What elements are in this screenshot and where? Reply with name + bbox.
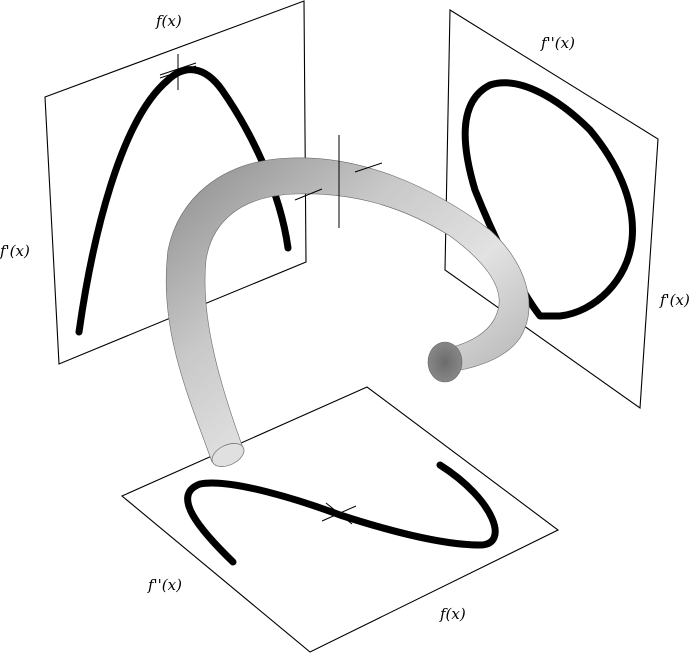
right-projection-plane xyxy=(444,9,659,410)
right-plane-side-label: f'(x) xyxy=(659,291,690,309)
tube-body xyxy=(165,157,530,463)
tube-closed-end xyxy=(427,341,463,383)
bottom-plane-crosshair xyxy=(321,502,357,525)
left-plane-frame xyxy=(44,0,307,365)
tube-open-end xyxy=(211,443,245,467)
bottom-plane-left-label: f''(x) xyxy=(147,576,182,594)
bottom-plane-curve xyxy=(184,461,499,566)
bottom-plane-frame xyxy=(120,386,560,653)
bottom-projection-plane xyxy=(120,386,560,653)
bottom-plane-right-label: f(x) xyxy=(439,605,466,623)
left-plane-crosshair xyxy=(159,54,197,90)
left-plane-top-label: f(x) xyxy=(155,12,182,30)
left-plane-side-label: f'(x) xyxy=(0,242,30,260)
tube-crosshair xyxy=(294,135,383,228)
right-plane-curve xyxy=(461,79,636,320)
trajectory-tube xyxy=(165,135,530,467)
right-plane-frame xyxy=(444,9,659,410)
right-plane-top-label: f''(x) xyxy=(540,34,575,52)
